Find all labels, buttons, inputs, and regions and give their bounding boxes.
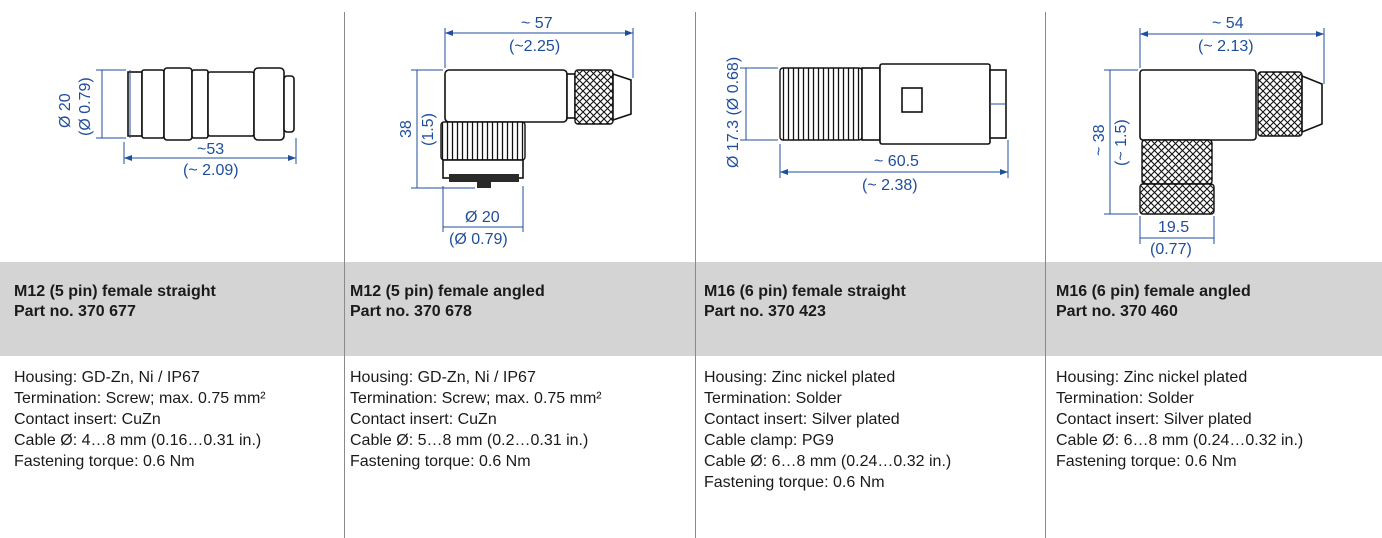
drawing-m12-straight: Ø 20 (Ø 0.79) ~53 (~ 2.09) [0, 0, 344, 262]
dimension-lines [411, 28, 634, 232]
spec-cable-diameter: Cable Ø: 6…8 mm (0.24…0.32 in.) [1056, 432, 1304, 449]
spec-cable-clamp: Cable clamp: PG9 [704, 432, 834, 449]
spec-contact-insert: Contact insert: CuZn [14, 411, 161, 428]
title-band [0, 262, 1382, 356]
product-title: M16 (6 pin) female angled [1056, 283, 1251, 300]
product-title-block: M16 (6 pin) female straight Part no. 370… [704, 282, 906, 322]
product-title-block: M12 (5 pin) female angled Part no. 370 6… [350, 282, 545, 322]
dimension-lines [1104, 28, 1325, 244]
product-title-block: M12 (5 pin) female straight Part no. 370… [14, 282, 216, 322]
dim-width: 19.5 [1158, 219, 1189, 236]
spec-termination: Termination: Screw; max. 0.75 mm² [350, 390, 602, 407]
dim-height-inch: (~ 1.5) [1113, 119, 1130, 166]
dim-diameter: Ø 17.3 (Ø 0.68) [725, 57, 742, 168]
connector-outline [779, 63, 1007, 145]
column-divider [1045, 12, 1046, 538]
column-divider [695, 12, 696, 538]
dim-length-inch: (~ 2.09) [183, 162, 239, 179]
dim-length-inch: (~ 2.38) [862, 177, 918, 194]
spec-fastening-torque: Fastening torque: 0.6 Nm [14, 453, 195, 470]
dim-height-inch: (1.5) [420, 113, 437, 146]
spec-contact-insert: Contact insert: CuZn [350, 411, 497, 428]
dim-height: ~ 38 [1091, 124, 1108, 156]
dim-length: ~ 57 [521, 15, 553, 32]
dim-length: ~ 54 [1212, 15, 1244, 32]
spec-termination: Termination: Screw; max. 0.75 mm² [14, 390, 266, 407]
spec-cable-diameter: Cable Ø: 6…8 mm (0.24…0.32 in.) [704, 453, 952, 470]
spec-cable-diameter: Cable Ø: 5…8 mm (0.2…0.31 in.) [350, 432, 589, 449]
dim-length-inch: (~ 2.13) [1198, 38, 1254, 55]
dim-height: 38 [398, 120, 415, 138]
dim-diameter: Ø 20 [57, 93, 74, 128]
dim-length: ~ 60.5 [874, 153, 919, 170]
spec-housing: Housing: Zinc nickel plated [704, 369, 896, 386]
column-divider [344, 12, 345, 538]
spec-list: Housing: GD-Zn, Ni / IP67 Termination: S… [14, 367, 266, 472]
spec-housing: Housing: GD-Zn, Ni / IP67 [350, 369, 536, 386]
spec-list: Housing: Zinc nickel plated Termination:… [1056, 367, 1303, 472]
drawing-m16-straight: Ø 17.3 (Ø 0.68) ~ 60.5 (~ 2.38) [696, 0, 1045, 262]
product-title-block: M16 (6 pin) female angled Part no. 370 4… [1056, 282, 1251, 322]
connector-outline [127, 67, 295, 141]
spec-cable-diameter: Cable Ø: 4…8 mm (0.16…0.31 in.) [14, 432, 262, 449]
connector-outline [1139, 69, 1323, 215]
dim-diameter: Ø 20 [465, 209, 500, 226]
spec-fastening-torque: Fastening torque: 0.6 Nm [350, 453, 531, 470]
product-title: M16 (6 pin) female straight [704, 283, 906, 300]
spec-fastening-torque: Fastening torque: 0.6 Nm [1056, 453, 1237, 470]
spec-list: Housing: Zinc nickel plated Termination:… [704, 367, 951, 493]
connector-outline [440, 69, 632, 188]
spec-contact-insert: Contact insert: Silver plated [1056, 411, 1252, 428]
part-number: Part no. 370 460 [1056, 303, 1178, 320]
part-number: Part no. 370 423 [704, 303, 826, 320]
product-title: M12 (5 pin) female angled [350, 283, 545, 300]
spec-termination: Termination: Solder [704, 390, 842, 407]
dim-width-inch: (0.77) [1150, 241, 1192, 258]
drawing-m16-angled: ~ 54 (~ 2.13) ~ 38 (~ 1.5) 19.5 (0.77) [1046, 0, 1382, 262]
dimension-lines [96, 69, 297, 164]
dimension-lines [740, 67, 1009, 178]
dim-length-inch: (~2.25) [509, 38, 560, 55]
product-title: M12 (5 pin) female straight [14, 283, 216, 300]
spec-housing: Housing: GD-Zn, Ni / IP67 [14, 369, 200, 386]
part-number: Part no. 370 677 [14, 303, 136, 320]
part-number: Part no. 370 678 [350, 303, 472, 320]
drawing-m12-angled: ~ 57 (~2.25) 38 (1.5) Ø 20 (Ø 0.79) [345, 0, 695, 262]
spec-housing: Housing: Zinc nickel plated [1056, 369, 1248, 386]
spec-termination: Termination: Solder [1056, 390, 1194, 407]
dim-length: ~53 [197, 141, 224, 158]
spec-contact-insert: Contact insert: Silver plated [704, 411, 900, 428]
dim-diameter-inch: (Ø 0.79) [77, 77, 94, 136]
spec-fastening-torque: Fastening torque: 0.6 Nm [704, 474, 885, 491]
spec-list: Housing: GD-Zn, Ni / IP67 Termination: S… [350, 367, 602, 472]
dim-diameter-inch: (Ø 0.79) [449, 231, 508, 248]
